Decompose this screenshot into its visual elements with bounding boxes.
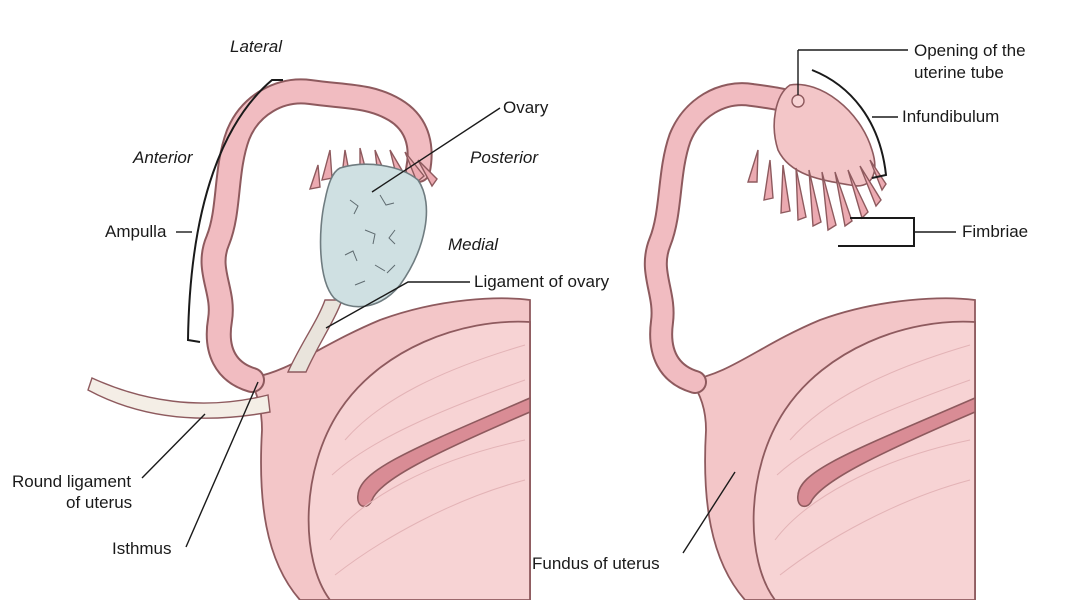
opening-label-line2: uterine tube — [914, 63, 1004, 82]
round-ligament-label-line1: Round ligament — [12, 472, 131, 491]
left-uterine-cavity — [357, 396, 531, 508]
right-wall-texture — [774, 344, 971, 576]
round-ligament-leader — [141, 413, 206, 479]
right-uterus — [688, 297, 976, 600]
fundus-leader — [682, 471, 736, 554]
ovary-body — [319, 163, 428, 308]
ovary-texture — [344, 194, 396, 286]
left-uterine-tube-fill — [202, 80, 431, 391]
left-uterus — [248, 297, 531, 600]
opening-label-line1: Opening of the — [914, 41, 1026, 60]
medial-label: Medial — [448, 235, 499, 254]
ampulla-label: Ampulla — [105, 222, 167, 241]
anterior-label: Anterior — [132, 148, 194, 167]
ampulla-bracket[interactable] — [186, 79, 283, 343]
left-panel: Lateral Anterior Posterior Medial Ovary … — [12, 37, 610, 600]
ovary — [319, 163, 428, 308]
lateral-label: Lateral — [230, 37, 283, 56]
isthmus-label: Isthmus — [112, 539, 172, 558]
infundibulum-funnel — [773, 83, 876, 187]
right-panel: Opening of the uterine tube Infundibulum… — [532, 41, 1028, 600]
ligament-of-ovary-label: Ligament of ovary — [474, 272, 610, 291]
right-fimbriae — [747, 149, 887, 232]
ovary-leader — [371, 107, 501, 193]
round-ligament-label-line2: of uterus — [66, 493, 132, 512]
left-wall-texture — [329, 344, 526, 576]
ovary-label: Ovary — [503, 98, 549, 117]
round-ligament — [87, 377, 271, 419]
fimbriae-label: Fimbriae — [962, 222, 1028, 241]
right-uterine-tube-fill — [645, 84, 815, 392]
ligament-of-ovary-leader — [325, 281, 470, 329]
opening-of-uterine-tube — [791, 94, 805, 108]
fundus-label: Fundus of uterus — [532, 554, 660, 573]
posterior-label: Posterior — [470, 148, 539, 167]
infundibulum-bracket[interactable] — [811, 69, 888, 179]
right-uterine-cavity — [797, 396, 976, 508]
ligament-of-ovary — [286, 299, 343, 373]
isthmus-leader — [185, 381, 259, 548]
infundibulum-label: Infundibulum — [902, 107, 999, 126]
